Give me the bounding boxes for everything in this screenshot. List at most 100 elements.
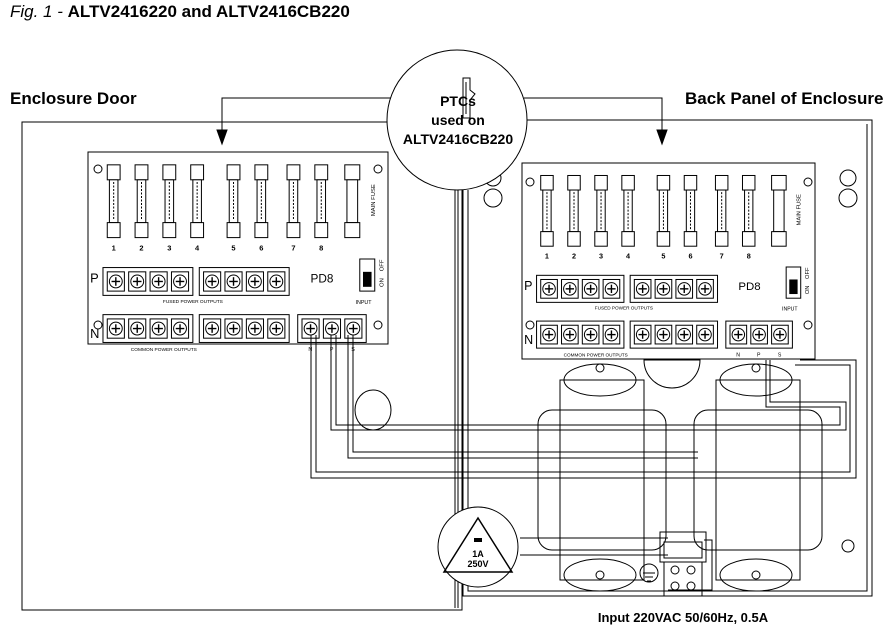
input-power-label: Input 220VAC 50/60Hz, 0.5A — [598, 610, 769, 625]
terminal-cell — [203, 271, 222, 292]
terminal-cell — [602, 278, 621, 299]
terminal-cell — [149, 271, 168, 292]
main-fuse-label: MAIN FUSE — [371, 184, 377, 216]
terminal-n-label: N — [736, 352, 740, 358]
figure-label: Fig. 1 - — [10, 2, 68, 21]
board-model-label: PD8 — [738, 281, 760, 293]
terminal-cell — [696, 278, 714, 299]
transformer-left — [537, 363, 667, 592]
fuse-cap-top — [286, 164, 301, 181]
fuse-number-4: 4 — [195, 243, 200, 252]
fuse-number-1: 1 — [112, 243, 116, 252]
terminal-cell — [224, 271, 243, 292]
fuse-cap-top — [683, 174, 698, 191]
keyhole-right — [838, 169, 858, 208]
n-row-label: N — [90, 326, 99, 341]
main-fuse-cap-bottom — [344, 222, 361, 239]
fuse-cap-top — [106, 164, 121, 181]
switch-off-label: OFF — [379, 259, 385, 271]
terminal-cell — [245, 318, 264, 339]
terminal-cell — [106, 318, 125, 339]
terminal-cell — [696, 324, 714, 345]
switch-on-label: ON — [379, 278, 385, 287]
arrow-to-panel-board — [524, 97, 663, 136]
fuse-number-8: 8 — [319, 243, 323, 252]
terminal-cell — [170, 271, 190, 292]
power-switch-lever — [789, 279, 798, 295]
fuse-cap-top — [226, 164, 241, 181]
fuse-number-3: 3 — [599, 252, 603, 261]
fuse-cap-bottom — [162, 222, 177, 239]
terminal-cell — [245, 271, 264, 292]
board-model-label: PD8 — [311, 273, 334, 286]
ptc-callout-circle — [386, 49, 528, 191]
fuse-cap-top — [254, 164, 269, 181]
fuse-number-5: 5 — [661, 252, 665, 261]
terminal-cell — [581, 324, 600, 345]
terminal-p-label: P — [757, 352, 761, 358]
mounting-hole — [841, 539, 855, 553]
common-outputs-label: COMMON POWER OUTPUTS — [131, 347, 197, 353]
ptc-label-line1: PTCs — [440, 93, 476, 109]
fuse-number-1: 1 — [545, 252, 549, 261]
fuse-cap-top — [134, 164, 149, 181]
fuse-number-6: 6 — [259, 243, 263, 252]
terminal-cell — [633, 278, 652, 299]
terminal-cell — [654, 278, 673, 299]
terminal-cell — [540, 324, 558, 345]
terminal-cell — [224, 318, 243, 339]
enclosure-door-outline — [21, 121, 463, 611]
terminal-p-label: P — [330, 347, 334, 353]
switch-off-label: OFF — [805, 267, 811, 279]
terminal-cell — [675, 278, 694, 299]
fuse-cap-bottom — [741, 231, 756, 247]
terminal-cell — [267, 318, 286, 339]
fuse-number-3: 3 — [167, 243, 171, 252]
n-row-label: N — [524, 333, 533, 347]
fuse-cap-top — [540, 174, 554, 191]
fuse-cap-bottom — [254, 222, 269, 239]
transformer-right — [693, 363, 823, 592]
power-switch-lever — [362, 271, 372, 287]
fuse-cap-bottom — [683, 231, 698, 247]
panel-knockout — [643, 359, 701, 389]
p-row-label: P — [90, 271, 99, 286]
fuse-number-2: 2 — [139, 243, 143, 252]
terminal-cell — [267, 271, 286, 292]
back-panel-label: Back Panel of Enclosure — [685, 89, 883, 108]
terminal-cell — [106, 271, 125, 292]
ptc-icon — [462, 77, 476, 119]
fuse-number-6: 6 — [688, 252, 692, 261]
fuse-cap-top — [621, 174, 635, 191]
fuse-cap-bottom — [621, 231, 635, 247]
fuse-cap-bottom — [540, 231, 554, 247]
fuse-cap-top — [162, 164, 177, 181]
terminal-cell — [633, 324, 652, 345]
terminal-cell — [654, 324, 673, 345]
main-fuse-body — [346, 179, 359, 224]
fuse-cap-top — [714, 174, 729, 191]
terminal-cell — [203, 318, 222, 339]
fuse-cap-bottom — [106, 222, 121, 239]
fuse-number-7: 7 — [720, 252, 724, 261]
fuse-cap-top — [741, 174, 756, 191]
fuse-cap-bottom — [567, 231, 581, 247]
terminal-cell — [149, 318, 168, 339]
main-fuse-cap-bottom — [771, 231, 787, 247]
output-wiring — [310, 335, 857, 591]
main-fuse-cap-top — [344, 164, 361, 181]
fuse-number-4: 4 — [626, 252, 630, 261]
fuse-cap-bottom — [286, 222, 301, 239]
terminal-cell — [128, 318, 147, 339]
ptc-label-line2: used on — [431, 112, 485, 128]
fuse-cap-bottom — [314, 222, 329, 239]
main-fuse-label: MAIN FUSE — [797, 194, 803, 225]
fuse-number-5: 5 — [231, 243, 235, 252]
fuse-number-8: 8 — [747, 252, 751, 261]
switch-on-label: ON — [805, 286, 811, 295]
fuse-cap-bottom — [714, 231, 729, 247]
fuse-cap-bottom — [190, 222, 205, 239]
